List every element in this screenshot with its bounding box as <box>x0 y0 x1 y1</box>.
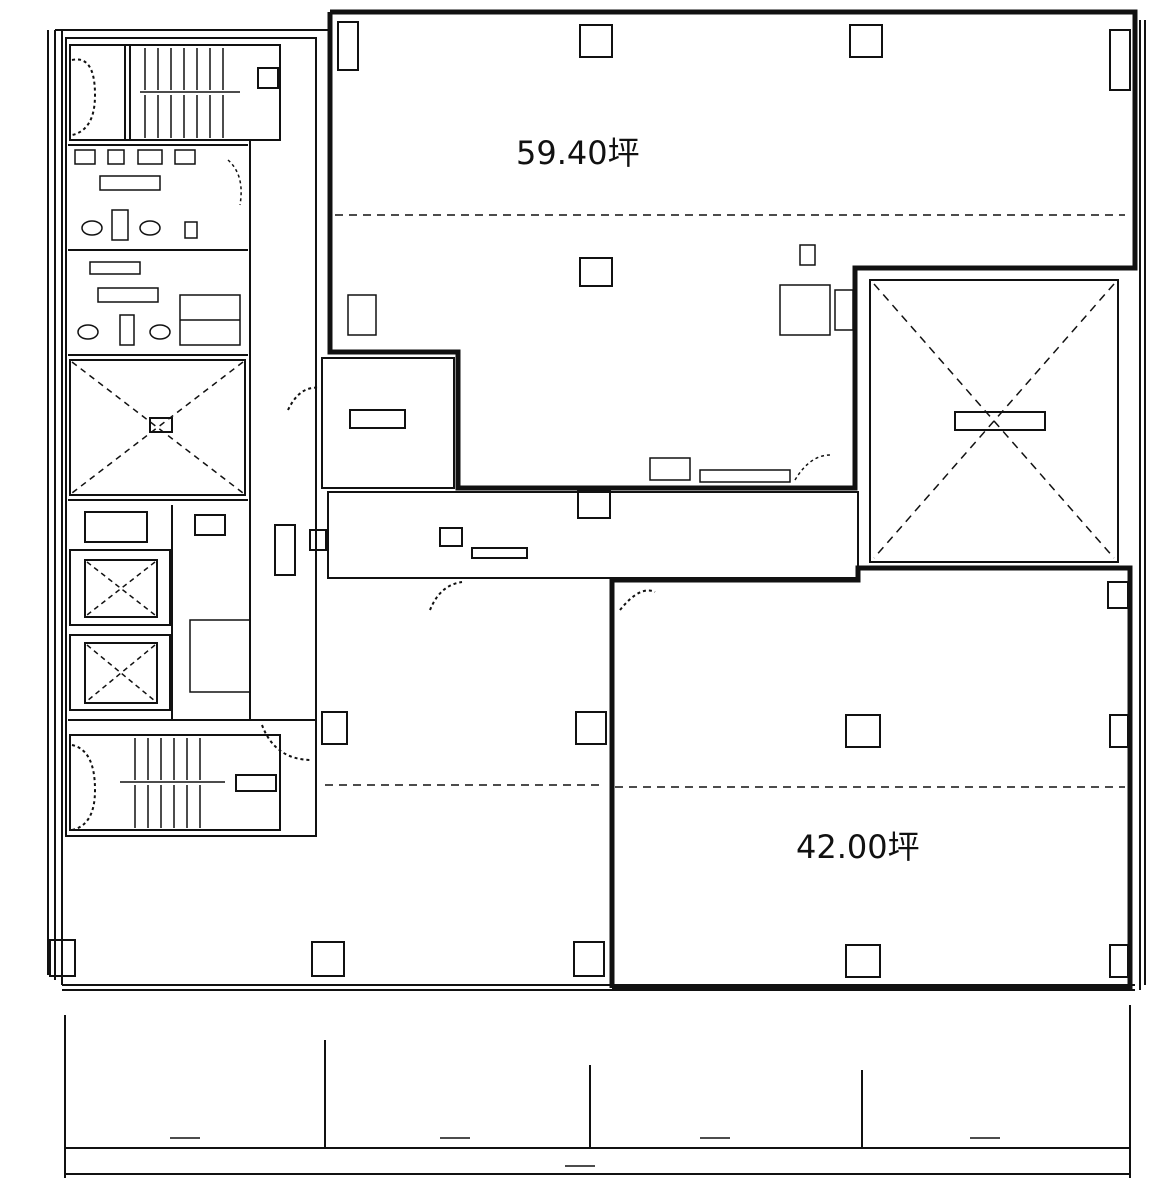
south-unit-area-label: 42.00坪 <box>796 828 920 866</box>
south-unit-outline <box>609 565 1133 991</box>
north-unit-columns <box>337 21 1131 519</box>
top-stair <box>69 44 281 141</box>
dimension-lines <box>64 1005 1131 1178</box>
north-unit-details <box>347 244 854 483</box>
east-shaft <box>869 279 1119 563</box>
north-unit-outline <box>327 9 1138 491</box>
corridor <box>274 491 859 611</box>
upper-shaft <box>69 359 246 496</box>
building-outline <box>47 12 1146 991</box>
southwest-area <box>49 711 607 977</box>
bottom-stair <box>69 724 313 831</box>
south-unit-columns <box>619 581 1129 978</box>
utility-room <box>287 357 455 489</box>
elevators <box>69 511 251 711</box>
north-unit-area-label: 59.40坪 <box>516 134 640 172</box>
service-core <box>65 37 317 837</box>
toilet-rooms <box>74 149 242 346</box>
